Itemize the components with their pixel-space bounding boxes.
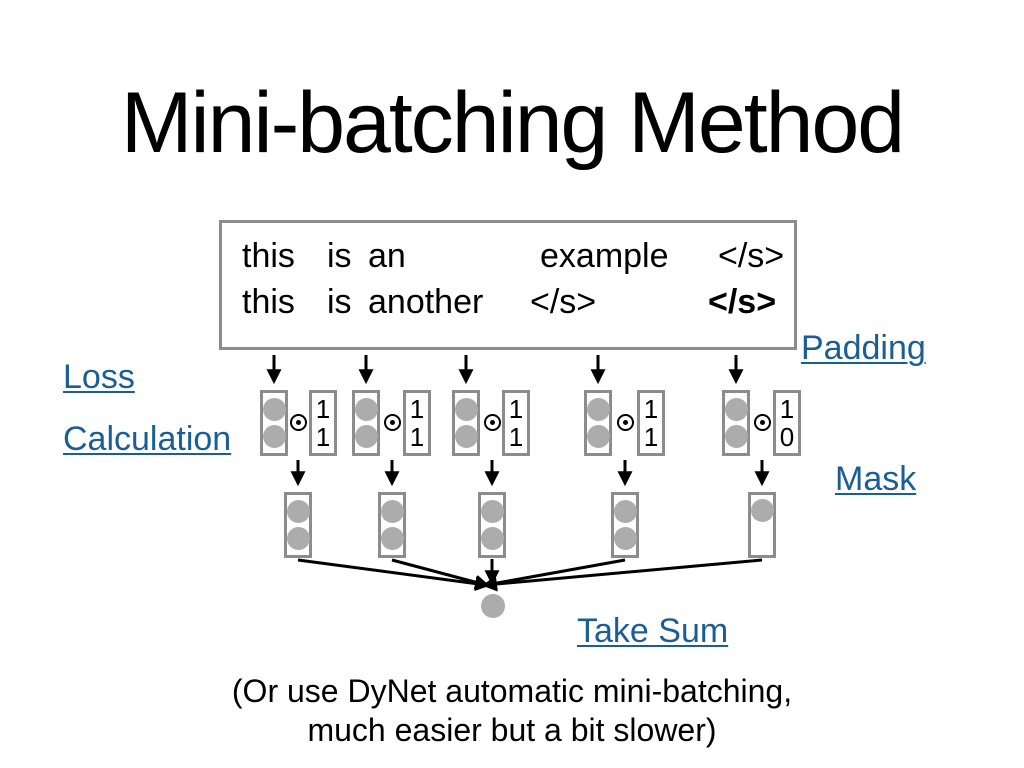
token-r2-c1: this [242, 283, 295, 321]
odot-icon [617, 414, 634, 431]
loss-vector-box-2 [352, 390, 380, 456]
odot-center-dot [623, 420, 628, 425]
vector-element-circle [750, 499, 774, 522]
token-r1-c1: this [242, 237, 295, 275]
vector-element-circle [480, 527, 504, 551]
masked-vector-box-4 [611, 492, 639, 558]
vector-element-circle [454, 425, 478, 449]
arrow [297, 558, 491, 592]
vector-element-circle [724, 425, 748, 449]
vector-element-circle [380, 527, 404, 551]
footer-note-line1: (Or use DyNet automatic mini-batching, [231, 673, 793, 709]
vector-element-circle [724, 397, 748, 421]
vector-element-circle [286, 527, 310, 551]
odot-center-dot [490, 420, 495, 425]
take-sum-label: Take Sum [577, 612, 729, 650]
masked-vector-box-2 [378, 492, 406, 558]
token-r1-c3: an [368, 237, 406, 275]
footer-note: (Or use DyNet automatic mini-batching, m… [0, 672, 1024, 750]
odot-center-dot [760, 420, 765, 425]
odot-icon [290, 414, 307, 431]
vector-element-circle [454, 397, 478, 421]
vector-element-circle [262, 397, 286, 421]
mask-value: 1 [315, 422, 331, 453]
loss-label-line1: Loss [63, 358, 135, 396]
vector-element-circle [586, 425, 610, 449]
token-r2-c3: another [368, 283, 484, 321]
loss-vector-box-5 [722, 390, 750, 456]
loss-vector-box-1 [260, 390, 288, 456]
vector-element-circle [354, 425, 378, 449]
vector-element-circle [613, 499, 637, 523]
arrow [391, 558, 491, 590]
token-r2-c4: </s> [530, 283, 597, 321]
vector-element-circle [380, 499, 404, 523]
vector-element-circle [480, 499, 504, 523]
vector-element-circle [586, 397, 610, 421]
masked-vector-box-5 [748, 492, 776, 558]
masked-vector-box-1 [284, 492, 312, 558]
mask-value: 0 [779, 422, 795, 453]
footer-note-line2: much easier but a bit slower) [307, 712, 717, 748]
odot-icon [484, 414, 501, 431]
token-r1-c5: </s> [718, 237, 785, 275]
mask-value: 1 [508, 422, 524, 453]
mask-value: 1 [643, 393, 659, 424]
padding-label: Padding [801, 329, 926, 367]
loss-vector-box-3 [452, 390, 480, 456]
token-r2-c5: </s> [708, 283, 777, 321]
mask-label: Mask [835, 460, 917, 498]
sum-node-circle [481, 594, 505, 618]
vector-element-circle [613, 527, 637, 551]
vector-element-circle [354, 397, 378, 421]
token-r2-c2: is [327, 283, 352, 321]
masked-vector-box-3 [478, 492, 506, 558]
odot-center-dot [390, 420, 395, 425]
arrow [481, 558, 763, 592]
token-r1-c2: is [327, 237, 352, 275]
mask-value: 1 [508, 393, 524, 424]
slide-title: Mini-batching Method [120, 75, 905, 171]
odot-center-dot [296, 420, 301, 425]
loss-vector-box-4 [584, 390, 612, 456]
arrow [481, 558, 626, 591]
vector-element-circle [286, 499, 310, 523]
mask-value: 1 [643, 422, 659, 453]
mask-value: 1 [315, 393, 331, 424]
token-r1-c4: example [540, 237, 669, 275]
odot-icon [754, 414, 771, 431]
odot-icon [384, 414, 401, 431]
vector-element-circle [262, 425, 286, 449]
loss-label-line2: Calculation [63, 420, 232, 458]
mask-value: 1 [779, 393, 795, 424]
mask-value: 1 [409, 393, 425, 424]
mask-value: 1 [409, 422, 425, 453]
